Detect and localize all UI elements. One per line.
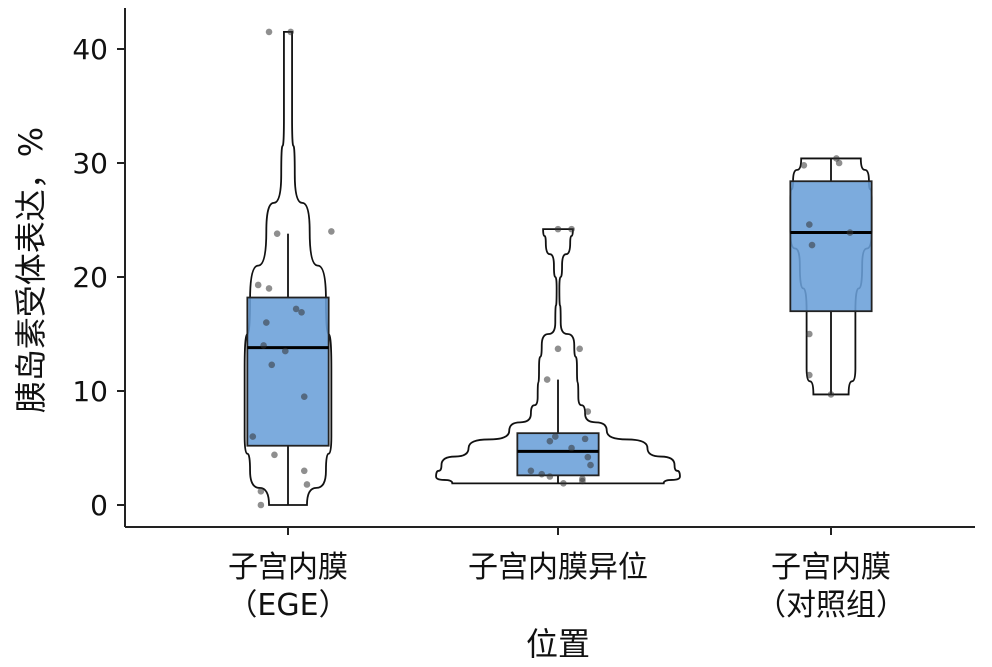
data-point (806, 371, 813, 379)
data-point (300, 393, 308, 401)
data-point (584, 408, 592, 415)
x-tick-label: 子宫内膜异位 (468, 550, 648, 585)
data-point (263, 319, 270, 326)
group-0 (243, 28, 335, 509)
data-point (265, 28, 273, 36)
data-point (806, 330, 813, 338)
group-2 (789, 155, 873, 398)
y-ticks: 0 10 20 30 40 (72, 33, 125, 522)
data-point (579, 477, 586, 485)
y-axis-label: 胰岛素受体表达，% (12, 127, 50, 413)
data-point (543, 376, 551, 383)
data-point (273, 230, 281, 237)
data-point (551, 433, 559, 440)
data-point (287, 28, 295, 36)
data-point (827, 391, 835, 398)
x-tick-label: 子宫内膜 (228, 550, 348, 585)
axes (124, 8, 975, 528)
data-point (546, 473, 554, 480)
y-tick-label: 30 (72, 147, 108, 180)
data-point (846, 229, 854, 236)
plot-area (243, 28, 873, 509)
box (246, 296, 330, 447)
data-point (546, 437, 554, 445)
x-tick-label: 子宫内膜 (771, 550, 891, 585)
data-point (581, 435, 589, 443)
x-tick-label: （EGE） (227, 588, 348, 623)
data-point (298, 309, 305, 316)
data-point (300, 467, 308, 475)
data-point (808, 241, 816, 249)
data-point (576, 345, 583, 353)
data-point (554, 225, 562, 233)
data-point (568, 444, 575, 452)
data-point (800, 161, 808, 169)
group-1 (435, 225, 681, 487)
data-point (584, 453, 592, 461)
data-point (568, 225, 575, 233)
data-point (292, 305, 300, 313)
x-ticks: 子宫内膜（EGE）子宫内膜异位子宫内膜（对照组） (227, 527, 906, 623)
data-point (328, 228, 335, 235)
data-point (257, 501, 265, 509)
data-point (249, 433, 257, 440)
box (789, 180, 873, 313)
data-point (560, 480, 567, 487)
data-point (271, 451, 278, 459)
data-point (303, 481, 311, 488)
data-point (265, 285, 273, 292)
data-point (257, 488, 265, 495)
data-point (806, 221, 813, 228)
y-tick-label: 10 (72, 375, 108, 408)
data-point (554, 345, 562, 353)
data-point (260, 342, 267, 349)
data-point (587, 461, 594, 469)
data-point (268, 361, 276, 369)
data-point (538, 470, 546, 478)
y-tick-label: 0 (90, 489, 108, 522)
data-point (835, 159, 843, 167)
x-tick-label: （对照组） (756, 588, 906, 623)
y-tick-label: 20 (72, 261, 108, 294)
data-point (281, 347, 289, 355)
x-axis-label: 位置 (526, 625, 590, 663)
data-point (527, 467, 535, 475)
data-point (254, 281, 262, 289)
y-tick-label: 40 (72, 33, 108, 66)
